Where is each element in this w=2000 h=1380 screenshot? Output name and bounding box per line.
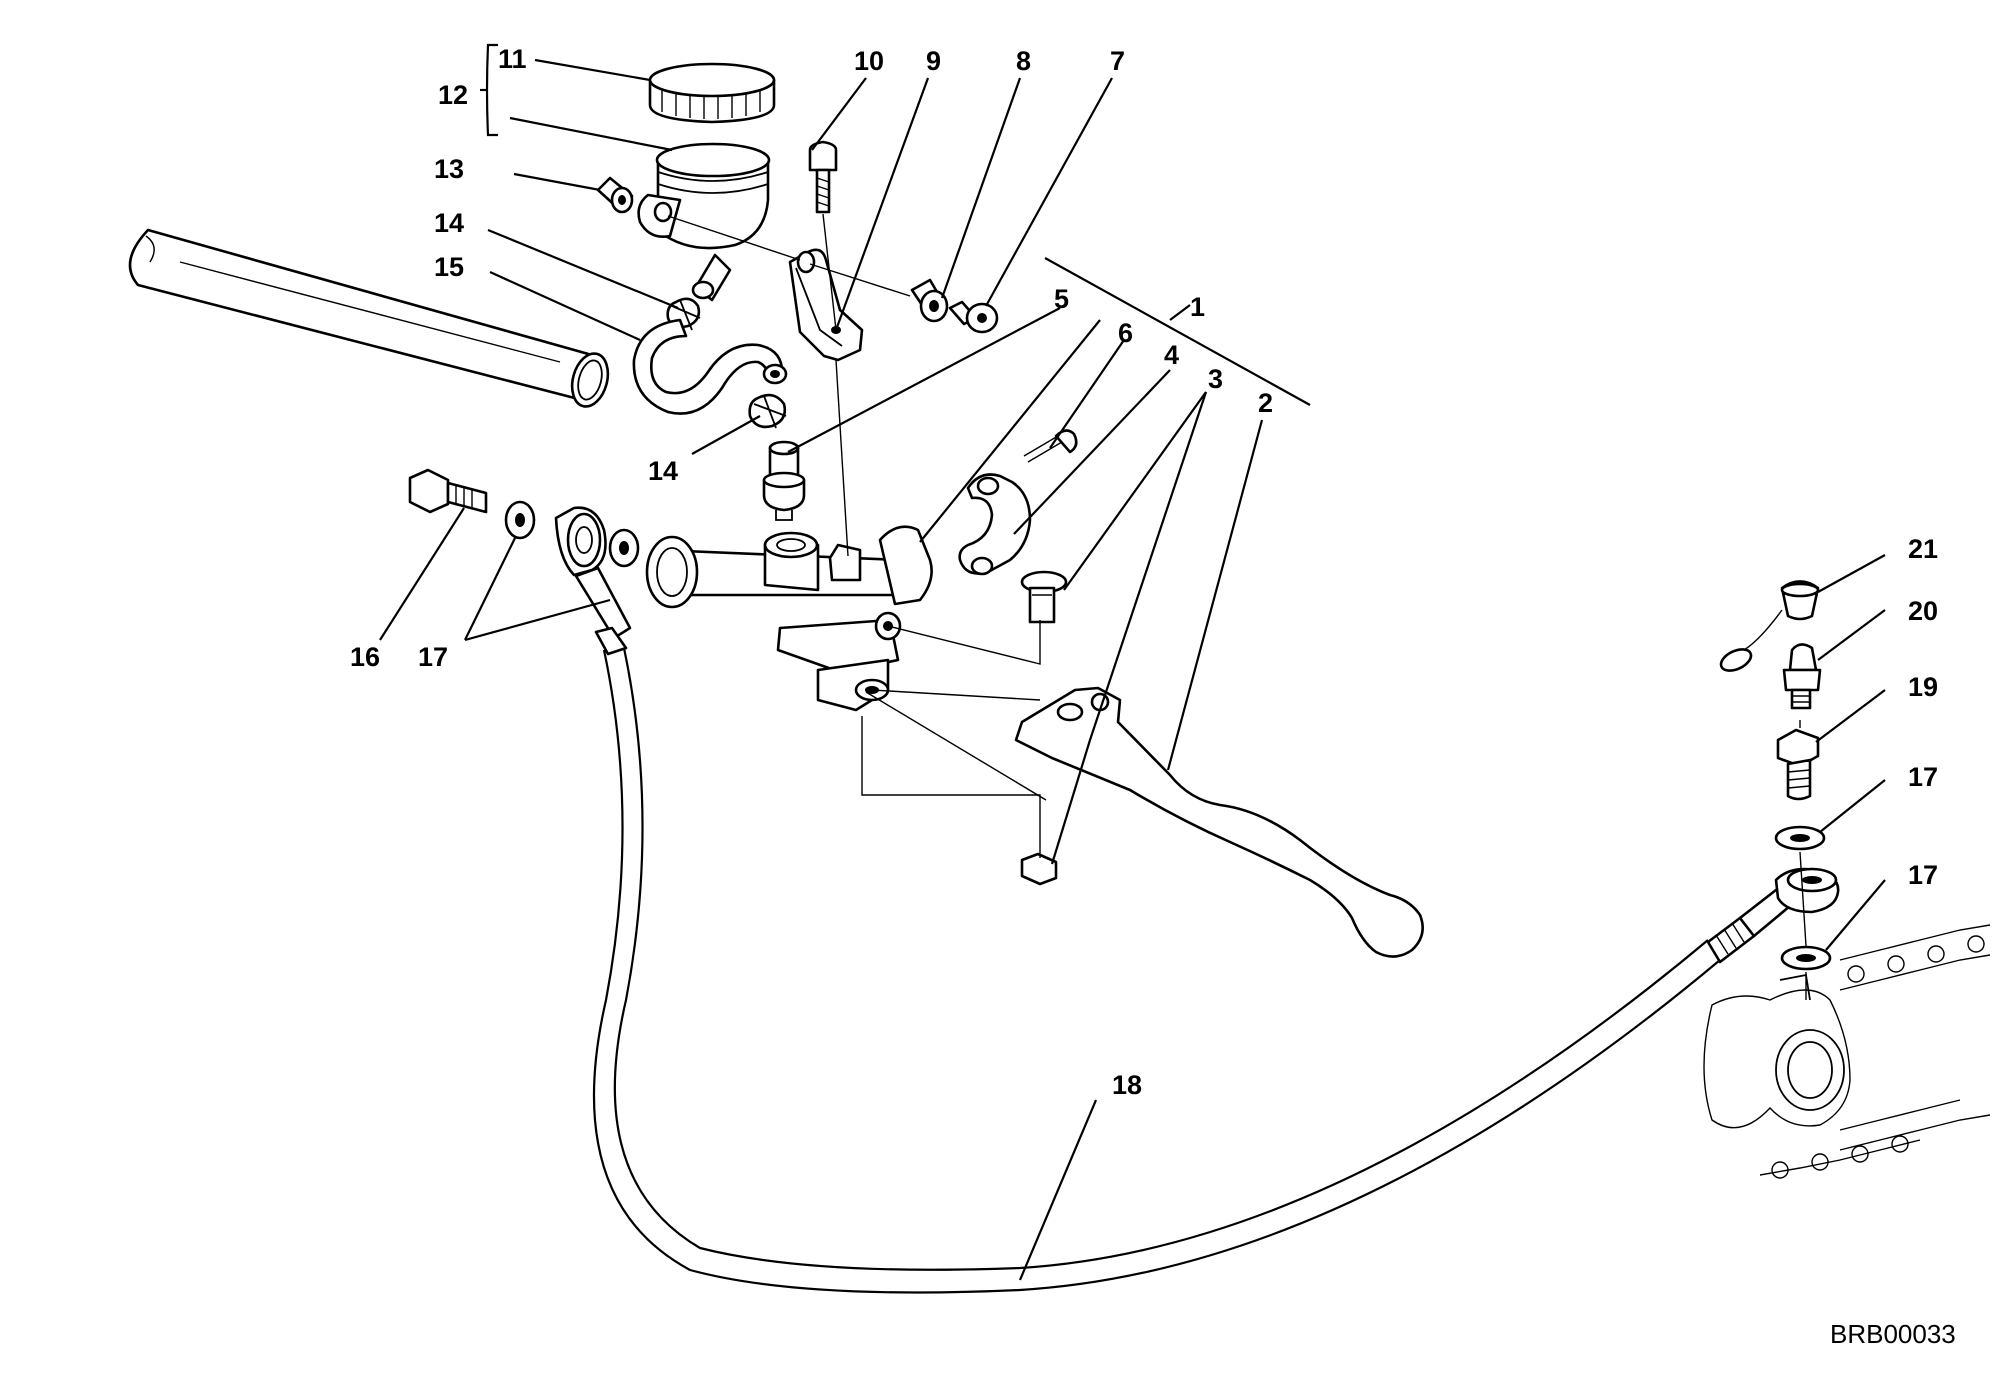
callout-21: 21 xyxy=(1908,534,1938,564)
bracket-grommet xyxy=(910,278,949,323)
callout-12: 12 xyxy=(438,80,468,110)
callout-4: 4 xyxy=(1164,340,1179,370)
banjo-washer-left xyxy=(504,500,536,540)
clutch-lever xyxy=(1014,686,1424,958)
banjo-washer-right xyxy=(608,528,640,568)
slave-washer-upper xyxy=(1774,825,1826,851)
callout-14a: 14 xyxy=(434,208,464,238)
pivot-nut xyxy=(1020,852,1058,886)
callout-16: 16 xyxy=(350,642,380,672)
clamp-screw xyxy=(1023,429,1078,463)
callout-5: 5 xyxy=(1054,284,1069,314)
engine-cover-with-chain xyxy=(1703,924,1991,1179)
callout-18: 18 xyxy=(1112,1070,1142,1100)
bracket-screw xyxy=(808,140,838,214)
callout-10: 10 xyxy=(854,46,884,76)
callout-labels: 11 12 13 14 15 14 10 9 8 7 5 1 6 4 3 2 1… xyxy=(350,44,1938,1100)
handlebar-clamp xyxy=(958,473,1032,576)
mirror-bracket xyxy=(788,248,864,362)
callout-leaders xyxy=(379,43,1886,1281)
bleed-dust-cap xyxy=(1719,580,1820,672)
drawing-code: BRB00033 xyxy=(1830,1319,1956,1349)
fluid-reservoir xyxy=(637,142,771,302)
master-cylinder xyxy=(645,525,933,712)
banjo-bolt xyxy=(408,468,488,514)
callout-6: 6 xyxy=(1118,318,1133,348)
reservoir-cap xyxy=(648,62,776,124)
callout-19: 19 xyxy=(1908,672,1938,702)
reservoir-hose xyxy=(632,318,788,415)
callout-3: 3 xyxy=(1208,364,1223,394)
callout-9: 9 xyxy=(926,46,941,76)
callout-15: 15 xyxy=(434,252,464,282)
slave-washer-lower xyxy=(1780,945,1832,971)
banjo-fitting-right xyxy=(1774,867,1840,914)
callout-20: 20 xyxy=(1908,596,1938,626)
slave-banjo-bolt xyxy=(1776,728,1820,801)
handlebar-tube xyxy=(128,228,610,408)
callout-7: 7 xyxy=(1110,46,1125,76)
callout-13: 13 xyxy=(434,154,464,184)
callout-17c: 17 xyxy=(1908,860,1938,890)
banjo-fitting xyxy=(554,506,607,577)
lever-pivot-bolt xyxy=(1020,570,1068,624)
callout-2: 2 xyxy=(1258,388,1273,418)
callout-8: 8 xyxy=(1016,46,1031,76)
reservoir-grommet xyxy=(596,176,634,214)
bracket-bolt xyxy=(948,300,999,334)
hose-clamp-lower xyxy=(748,393,787,429)
reservoir-hose-fitting xyxy=(762,440,806,521)
assembly-lines xyxy=(667,213,1807,1000)
callout-17a: 17 xyxy=(418,642,448,672)
callout-11: 11 xyxy=(498,44,527,74)
hydraulic-hose xyxy=(574,566,1792,1294)
callout-1: 1 xyxy=(1190,292,1205,322)
bleed-nipple xyxy=(1782,643,1822,710)
callout-14b: 14 xyxy=(648,456,678,486)
callout-17b: 17 xyxy=(1908,762,1938,792)
